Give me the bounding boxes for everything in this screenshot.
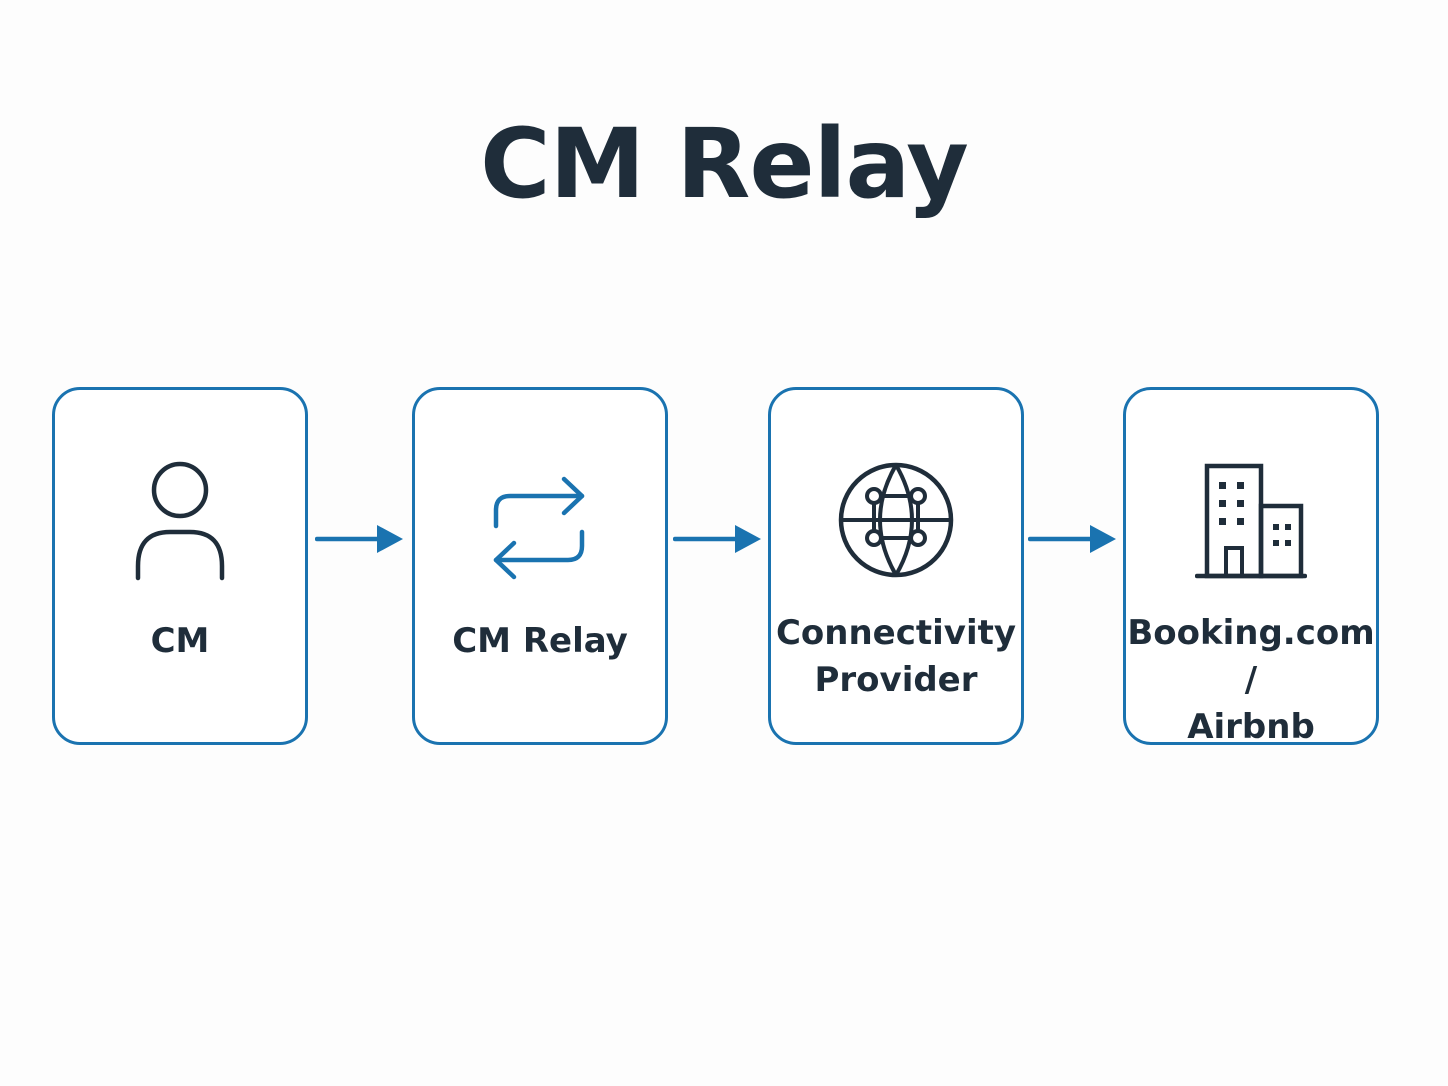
node-label-line: CM Relay — [452, 621, 628, 661]
node-booking-airbnb: Booking.com / Airbnb — [1123, 387, 1379, 747]
node-label-connectivity-provider: Connectivity Provider — [771, 610, 1021, 704]
buildings-icon — [1194, 462, 1308, 584]
flow-arrow-2 — [673, 525, 761, 553]
node-cm: CM — [52, 387, 308, 745]
node-label-cm-relay: CM Relay — [415, 618, 665, 665]
node-label-line: Booking.com / — [1127, 613, 1375, 700]
node-label-cm: CM — [55, 618, 305, 665]
node-label-line: Airbnb — [1187, 707, 1315, 747]
node-label-line: Connectivity — [775, 613, 1017, 653]
node-label-line: CM — [150, 621, 210, 661]
relay-arrows-icon — [490, 476, 590, 586]
person-icon — [130, 460, 230, 588]
node-cm-relay: CM Relay — [412, 387, 668, 745]
globe-network-icon — [836, 458, 956, 586]
node-connectivity-provider: Connectivity Provider — [768, 387, 1024, 745]
node-label-booking-airbnb: Booking.com / Airbnb — [1126, 610, 1376, 751]
flow-arrow-3 — [1028, 525, 1116, 553]
flow-arrow-1 — [315, 525, 403, 553]
node-label-line: Provider — [814, 660, 978, 700]
diagram-title: CM Relay — [480, 108, 969, 220]
